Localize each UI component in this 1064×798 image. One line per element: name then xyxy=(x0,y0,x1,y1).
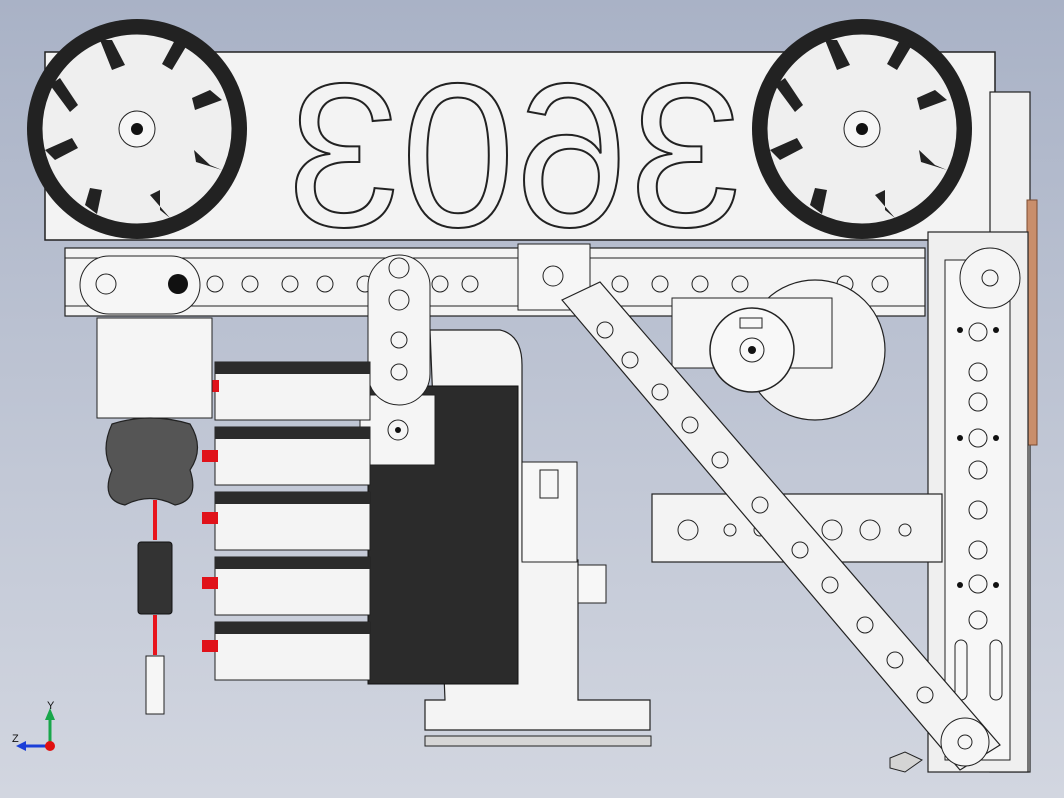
servo-arm[interactable] xyxy=(367,254,431,406)
servo-1 xyxy=(205,361,371,421)
mecanum-wheel-right[interactable] xyxy=(752,19,972,239)
diagonal-beam[interactable] xyxy=(561,281,1001,771)
bottom-nozzle xyxy=(889,751,923,773)
right-vertical-rail[interactable] xyxy=(927,91,1038,773)
mecanum-wheel-left[interactable] xyxy=(27,19,247,239)
servo-stack[interactable] xyxy=(202,361,371,681)
servo-dark-block[interactable] xyxy=(359,385,519,685)
servo-5 xyxy=(202,621,371,681)
battery-pack[interactable] xyxy=(96,317,213,506)
servo-2 xyxy=(202,426,371,486)
plate-number-text: 3603 xyxy=(287,41,743,270)
coordinate-triad: Y Z xyxy=(12,700,55,751)
drive-motor[interactable] xyxy=(671,279,886,421)
servo-3 xyxy=(202,491,371,551)
triad-y-label: Y xyxy=(47,700,55,712)
servo-4 xyxy=(202,556,371,616)
triad-z-label: Z xyxy=(12,733,19,745)
battery-connector[interactable] xyxy=(137,500,173,715)
